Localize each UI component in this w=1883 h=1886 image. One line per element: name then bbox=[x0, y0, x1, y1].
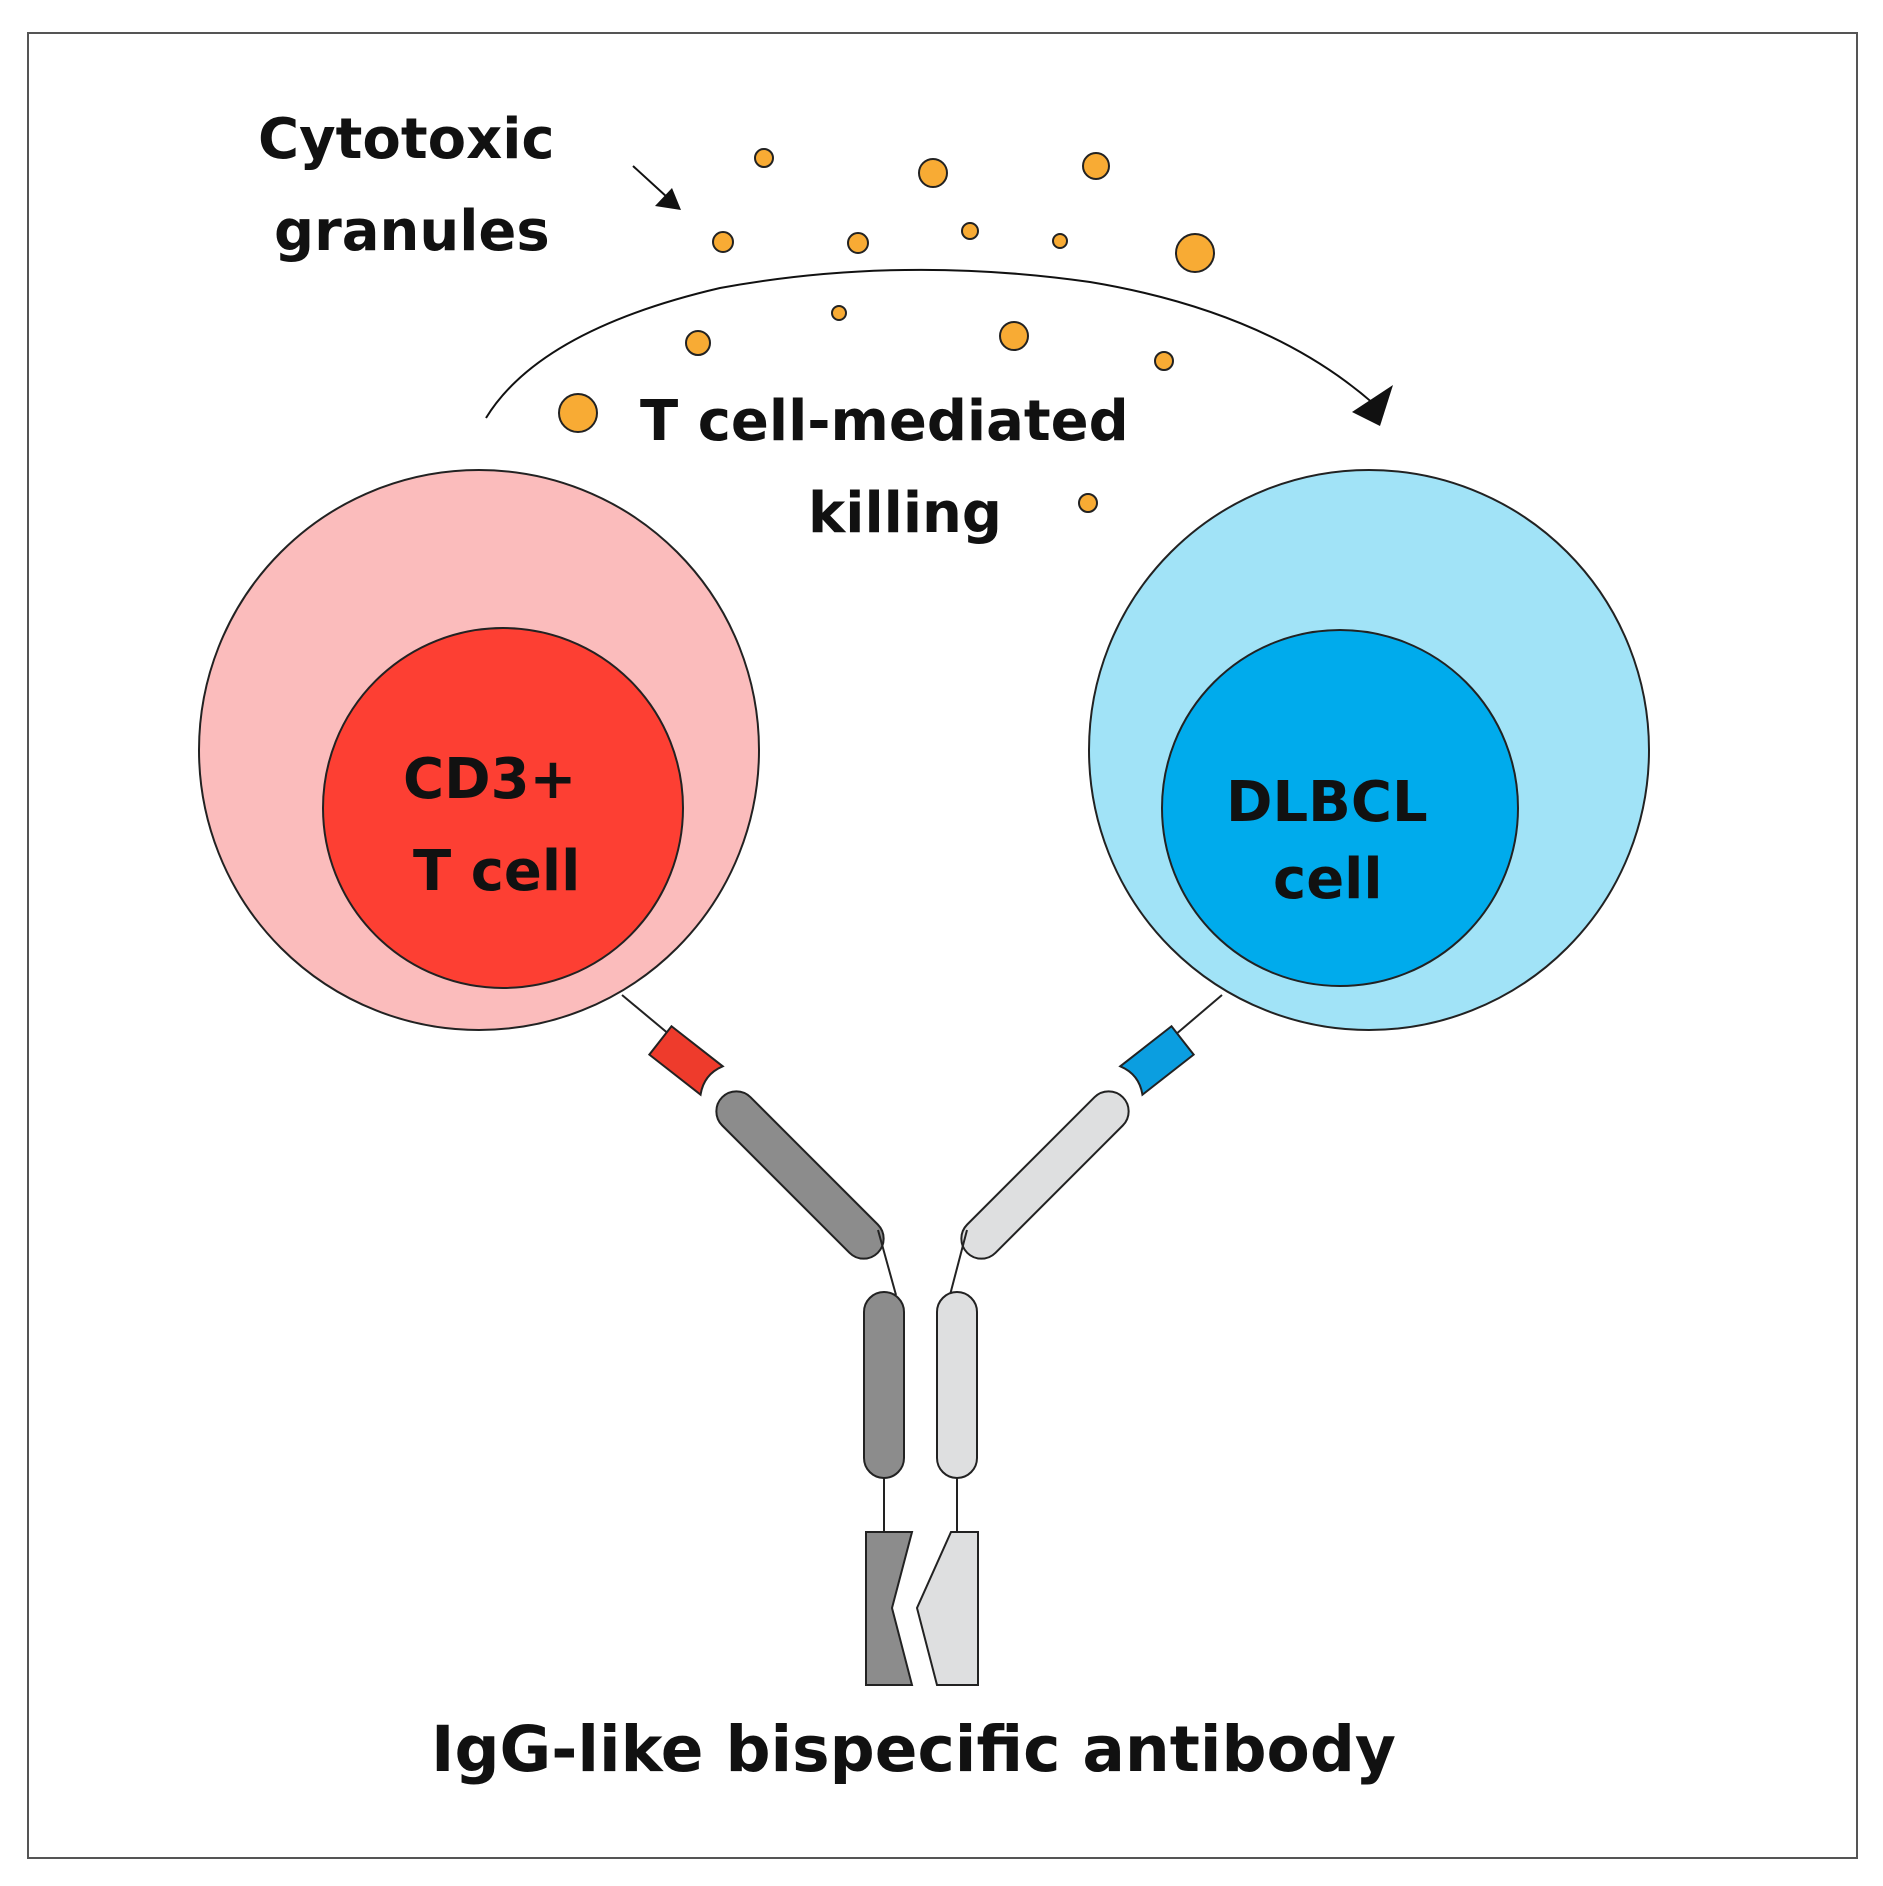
killing-label-line2: killing bbox=[808, 481, 1002, 546]
t-cell-label-line2: T cell bbox=[413, 839, 581, 904]
granule bbox=[918, 158, 948, 188]
antibody-fc-right bbox=[915, 1531, 979, 1686]
cd20-receptor bbox=[1118, 994, 1223, 1097]
killing-label-line1: T cell-mediated bbox=[640, 389, 1129, 454]
granule bbox=[558, 393, 598, 433]
cd3-receptor bbox=[621, 994, 725, 1097]
t-cell-label-line1: CD3+ bbox=[403, 747, 577, 812]
antibody-heavy-chain-left bbox=[863, 1291, 905, 1479]
cytotoxic-granules bbox=[558, 148, 1215, 513]
bispecific-antibody bbox=[715, 1090, 1130, 1686]
granule bbox=[999, 321, 1029, 351]
granule bbox=[1154, 351, 1174, 371]
antibody-arm-right bbox=[949, 1090, 1130, 1296]
antibody-heavy-chain-right bbox=[936, 1291, 978, 1479]
dlbcl-cell bbox=[1088, 469, 1650, 1031]
cytotoxic-granules-label-line2: granules bbox=[274, 199, 550, 264]
granule bbox=[712, 231, 734, 253]
granule bbox=[685, 330, 711, 356]
granule bbox=[1052, 233, 1068, 249]
killing-arrow bbox=[485, 268, 1393, 426]
granule bbox=[1078, 493, 1098, 513]
granule bbox=[961, 222, 979, 240]
t-cell bbox=[198, 469, 760, 1031]
granule bbox=[847, 232, 869, 254]
granules-pointer-arrow bbox=[632, 165, 681, 210]
granule bbox=[754, 148, 774, 168]
dlbcl-label-line2: cell bbox=[1273, 847, 1383, 912]
antibody-fc-left bbox=[865, 1531, 914, 1686]
dlbcl-label-line1: DLBCL bbox=[1226, 770, 1428, 835]
antibody-label: IgG-like bispecific antibody bbox=[431, 1713, 1396, 1786]
granule bbox=[831, 305, 847, 321]
antibody-arm-left bbox=[715, 1090, 897, 1296]
granule bbox=[1175, 233, 1215, 273]
t-cell-nucleus bbox=[322, 627, 684, 989]
granule bbox=[1082, 152, 1110, 180]
cytotoxic-granules-label-line1: Cytotoxic bbox=[258, 107, 555, 172]
dlbcl-cell-nucleus bbox=[1161, 629, 1519, 987]
